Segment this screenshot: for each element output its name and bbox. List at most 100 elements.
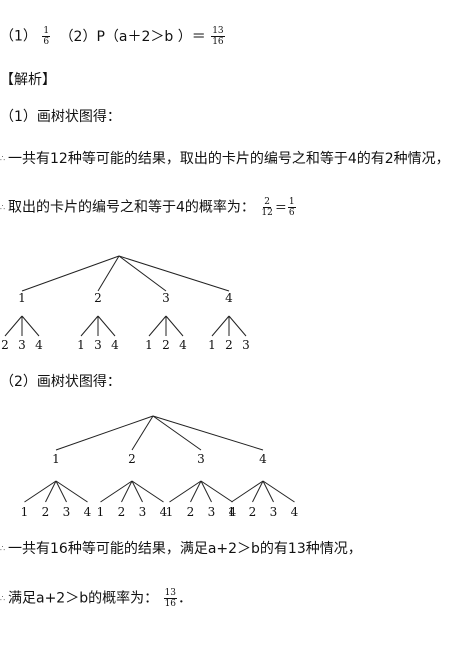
branch-line: [131, 480, 143, 503]
leaf-label: 4: [229, 505, 237, 519]
node-label: 2: [94, 291, 102, 305]
leaf-label: 2: [42, 505, 50, 519]
part1-prob-fraction-a: 2 12: [260, 197, 273, 218]
answer-line: （1） 1 6 （2）P（a＋2＞b ）＝ 13 16: [0, 26, 226, 47]
leaf-label: 1: [145, 338, 153, 352]
branch-line: [97, 255, 120, 292]
equals-sign: ＝: [274, 200, 287, 215]
node-label: 1: [18, 291, 26, 305]
branch-line: [55, 480, 88, 503]
leaf-label: 4: [111, 338, 119, 352]
part2-heading: （2）画树状图得：: [0, 374, 121, 390]
fraction-denominator: 6: [43, 37, 50, 47]
leaf-label: 2: [187, 505, 195, 519]
leaf-label: 4: [291, 505, 299, 519]
branch-line: [118, 255, 167, 292]
fraction-denominator: 6: [288, 208, 295, 218]
branch-line: [55, 480, 67, 503]
leaf-label: 1: [166, 505, 174, 519]
fraction-numerator: 1: [42, 26, 51, 37]
period: ．: [178, 590, 193, 607]
therefore-symbol: ∴: [0, 544, 6, 553]
fraction-denominator: 16: [212, 37, 224, 47]
leaf-label: 3: [270, 505, 278, 519]
part1-probability: ∴取出的卡片的编号之和等于4的概率为： 2 12 ＝ 1 6: [0, 197, 297, 218]
branch-line: [4, 315, 23, 337]
part2-prob-fraction: 13 16: [163, 588, 178, 609]
branch-line: [100, 480, 133, 503]
part1-answer-fraction: 1 6: [42, 26, 51, 47]
node-label: 3: [162, 291, 170, 305]
branch-line: [152, 415, 264, 451]
branch-line: [169, 480, 202, 503]
leaf-label: 2: [225, 338, 233, 352]
part2-answer-fraction: 13 16: [211, 26, 225, 47]
part2-probability: ∴满足a+2＞b的概率为： 13 16 ．: [0, 588, 192, 609]
leaf-label: 4: [179, 338, 187, 352]
part2-label: （2）P（a＋2＞b ）＝: [59, 28, 206, 45]
part1-prob-text: 取出的卡片的编号之和等于4的概率为：: [8, 199, 255, 216]
node-label: 1: [52, 452, 60, 466]
branch-line: [211, 315, 230, 337]
branch-line: [190, 480, 202, 503]
branch-line: [21, 255, 120, 292]
leaf-label: 3: [242, 338, 250, 352]
therefore-symbol: ∴: [0, 202, 6, 212]
leaf-label: 2: [249, 505, 257, 519]
leaf-label: 3: [208, 505, 216, 519]
fraction-denominator: 16: [164, 599, 177, 609]
branch-line: [200, 480, 233, 503]
branch-line: [200, 480, 212, 503]
fraction-numerator: 13: [163, 588, 178, 599]
leaf-label: 1: [228, 505, 236, 519]
part2-sentence: ∴一共有16种等可能的结果，满足a+2＞b的有13种情况，: [0, 540, 362, 558]
branch-line: [45, 480, 57, 503]
branch-line: [80, 315, 99, 337]
leaf-label: 3: [94, 338, 102, 352]
leaf-label: 2: [118, 505, 126, 519]
leaf-label: 1: [208, 338, 216, 352]
branch-line: [121, 480, 133, 503]
branch-line: [148, 315, 167, 337]
part1-prob-fraction-b: 1 6: [287, 197, 296, 218]
leaf-label: 3: [63, 505, 71, 519]
branch-line: [262, 480, 295, 503]
node-label: 4: [225, 291, 233, 305]
leaf-label: 3: [18, 338, 26, 352]
therefore-symbol: ∴: [0, 154, 6, 163]
node-label: 4: [259, 452, 267, 466]
branch-line: [21, 315, 40, 337]
branch-line: [152, 415, 202, 451]
branch-line: [131, 415, 154, 451]
fraction-numerator: 13: [211, 26, 225, 37]
fraction-numerator: 2: [263, 197, 271, 208]
leaf-label: 1: [77, 338, 85, 352]
part1-heading: （1）画树状图得：: [0, 109, 121, 125]
branch-line: [231, 480, 264, 503]
part1-sentence-text: 一共有12种等可能的结果，取出的卡片的编号之和等于4的有2种情况，: [8, 151, 450, 167]
therefore-symbol: ∴: [0, 593, 6, 603]
branch-line: [131, 480, 164, 503]
leaf-label: 4: [160, 505, 168, 519]
node-label: 2: [128, 452, 136, 466]
branch-line: [118, 255, 230, 292]
branch-line: [252, 480, 264, 503]
branch-line: [165, 315, 184, 337]
part2-sentence-text: 一共有16种等可能的结果，满足a+2＞b的有13种情况，: [8, 541, 362, 557]
part1-sentence: ∴一共有12种等可能的结果，取出的卡片的编号之和等于4的有2种情况，: [0, 150, 450, 168]
fraction-denominator: 12: [261, 208, 273, 218]
leaf-label: 3: [139, 505, 147, 519]
leaf-label: 2: [162, 338, 170, 352]
branch-line: [262, 480, 274, 503]
branch-line: [24, 480, 57, 503]
fraction-numerator: 1: [287, 197, 296, 208]
leaf-label: 4: [35, 338, 43, 352]
node-label: 3: [197, 452, 205, 466]
leaf-label: 4: [84, 505, 92, 519]
branch-line: [228, 315, 247, 337]
branch-line: [55, 415, 154, 451]
leaf-label: 1: [21, 505, 29, 519]
part2-prob-text: 满足a+2＞b的概率为：: [8, 590, 159, 607]
